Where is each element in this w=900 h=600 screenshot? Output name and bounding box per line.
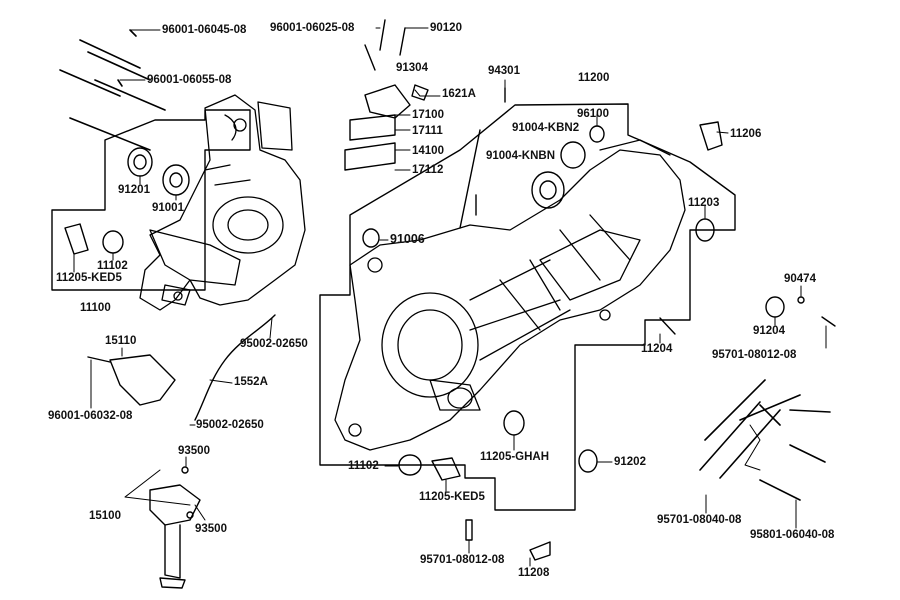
label-14100: 14100 [412, 145, 444, 157]
label-91004-KBN2: 91004-KBN2 [512, 122, 580, 134]
label-96001-06045-08: 96001-06045-08 [162, 24, 247, 36]
left-case-group-frame [51, 109, 251, 291]
leader-lines [73, 27, 827, 567]
label-90474: 90474 [784, 273, 816, 285]
label-94301: 94301 [488, 65, 520, 77]
bolts-95801-06040 [759, 404, 826, 501]
label-11205-GHAH: 11205-GHAH [480, 451, 550, 463]
label-91304: 91304 [396, 62, 428, 74]
label-11200: 11200 [578, 72, 610, 84]
right-side-parts [362, 87, 836, 561]
bearings-left-case [64, 147, 190, 255]
label-91001: 91001 [152, 202, 184, 214]
label-90120: 90120 [430, 22, 462, 34]
label-96001-06025-08: 96001-06025-08 [270, 22, 355, 34]
label-95002-02650-upper: 95002-02650 [240, 338, 308, 350]
label-17100: 17100 [412, 109, 444, 121]
label-91202: 91202 [614, 456, 646, 468]
reed-valve-stack [344, 19, 429, 171]
label-11206: 11206 [730, 128, 762, 140]
label-91006: 91006 [390, 232, 425, 246]
label-95701-08012-08-bottom: 95701-08012-08 [420, 554, 505, 566]
label-1552A: 1552A [234, 376, 268, 388]
bracket-15110 [87, 354, 176, 406]
label-15100: 15100 [89, 510, 121, 522]
label-96001-06032-08: 96001-06032-08 [48, 410, 133, 422]
bolt-group-link-line [744, 424, 761, 471]
label-93500-lower: 93500 [195, 523, 227, 535]
label-11204: 11204 [641, 343, 673, 355]
label-17111: 17111 [412, 125, 443, 137]
label-95801-06040-08: 95801-06040-08 [750, 529, 835, 541]
label-15110: 15110 [105, 335, 137, 347]
label-1621A: 1621A [442, 88, 476, 100]
right-crankcase [334, 139, 686, 451]
label-91204: 91204 [753, 325, 785, 337]
right-case-group-frame [319, 103, 736, 511]
label-11100: 11100 [80, 302, 111, 314]
label-17112: 17112 [412, 164, 444, 176]
oil-pump-15100 [149, 466, 201, 589]
label-91201: 91201 [118, 184, 150, 196]
oil-hose-1552A [194, 314, 276, 421]
label-11205-KED5-bottom: 11205-KED5 [419, 491, 485, 503]
label-95002-02650-lower: 95002-02650 [196, 419, 264, 431]
bolts-96001-06055 [69, 79, 166, 151]
label-11102-left: 11102 [97, 260, 128, 272]
label-95701-08012-08-right: 95701-08012-08 [712, 349, 797, 361]
label-91004-KNBN: 91004-KNBN [486, 150, 556, 162]
bolts-95701-08040 [699, 379, 831, 479]
label-11102-bottom: 11102 [348, 460, 379, 472]
label-96100: 96100 [577, 108, 609, 120]
bolts-96001-06045 [59, 29, 151, 97]
label-96001-06055-08: 96001-06055-08 [147, 74, 232, 86]
label-11208: 11208 [518, 567, 550, 579]
label-11203: 11203 [688, 197, 720, 209]
label-95701-08040-08: 95701-08040-08 [657, 514, 742, 526]
left-crankcase [139, 94, 306, 311]
label-93500-upper: 93500 [178, 445, 210, 457]
label-11205-KED5-left: 11205-KED5 [56, 272, 122, 284]
